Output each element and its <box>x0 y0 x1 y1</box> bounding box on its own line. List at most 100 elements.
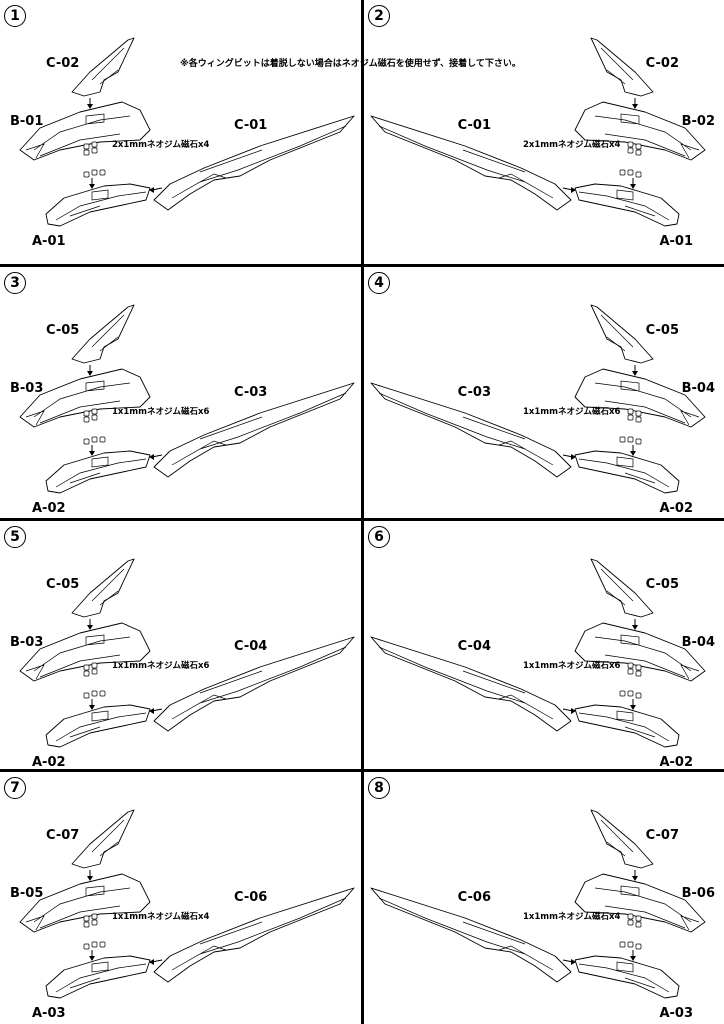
magnet <box>619 169 626 176</box>
part-c-big-detail <box>171 392 347 466</box>
part-c-top-shape <box>590 304 654 364</box>
arrow-head <box>630 956 636 961</box>
part-c-top-shape <box>590 37 654 97</box>
arrow-head <box>571 454 576 460</box>
magnet <box>83 692 90 699</box>
arrow-head <box>89 705 95 710</box>
part-b-shape <box>19 368 151 428</box>
part-a-shape <box>574 955 680 999</box>
magnet <box>627 913 634 920</box>
step-number: 2 <box>368 5 390 27</box>
part-b-shape <box>19 622 151 682</box>
parts-group <box>370 558 706 748</box>
parts-drawing <box>19 558 355 748</box>
step-number: 7 <box>4 777 26 799</box>
part-c-top-detail <box>600 47 634 85</box>
part-c-big-detail <box>171 125 347 199</box>
magnet <box>83 943 90 950</box>
label-c-top: C-05 <box>46 323 80 338</box>
magnet <box>635 149 642 156</box>
label-b: B-03 <box>10 381 44 396</box>
arrow-head <box>149 708 154 714</box>
magnet <box>91 169 98 176</box>
magnet <box>91 408 98 415</box>
label-c-top: C-07 <box>46 828 80 843</box>
arrow-head <box>571 959 576 965</box>
magnet <box>635 921 642 928</box>
part-c-top-detail <box>600 819 634 857</box>
part-c-top-shape <box>71 304 135 364</box>
magnet <box>627 408 634 415</box>
part-a-shape <box>45 704 151 748</box>
magnet <box>99 941 106 948</box>
part-c-big-detail <box>378 392 554 466</box>
magnet-label: 1x1mmネオジム磁石x4 <box>112 912 210 922</box>
part-c-top-shape <box>590 558 654 618</box>
magnet <box>635 143 642 150</box>
magnet-label: 1x1mmネオジム磁石x6 <box>523 407 621 417</box>
magnet <box>91 662 98 669</box>
part-c-big-shape <box>370 115 572 211</box>
magnet <box>83 670 90 677</box>
arrow-head <box>630 705 636 710</box>
part-b-shape <box>19 101 151 161</box>
magnet <box>91 668 98 675</box>
magnet <box>83 416 90 423</box>
part-b-detail <box>594 113 700 159</box>
arrow-head <box>632 371 638 376</box>
parts-group <box>19 558 355 748</box>
magnet <box>83 915 90 922</box>
magnet <box>635 670 642 677</box>
part-c-big-detail <box>378 897 554 971</box>
step-number: 8 <box>368 777 390 799</box>
magnet <box>627 690 634 697</box>
label-c-big: C-01 <box>234 118 268 133</box>
part-c-big-shape <box>153 382 355 478</box>
arrow-head <box>630 184 636 189</box>
magnet <box>91 919 98 926</box>
arrow-head <box>571 187 576 193</box>
magnet <box>627 147 634 154</box>
parts-group <box>370 304 706 494</box>
parts-drawing <box>370 37 706 227</box>
label-c-big: C-04 <box>234 639 268 654</box>
parts-drawing <box>370 809 706 999</box>
magnet <box>83 664 90 671</box>
magnet <box>83 149 90 156</box>
label-a: A-03 <box>32 1006 66 1021</box>
parts-drawing <box>19 809 355 999</box>
magnet-label: 1x1mmネオジム磁石x6 <box>112 661 210 671</box>
magnet <box>635 410 642 417</box>
part-c-top-detail <box>91 819 125 857</box>
arrow-head <box>87 625 93 630</box>
label-b: B-06 <box>681 886 715 901</box>
magnet <box>635 943 642 950</box>
arrow-head <box>149 454 154 460</box>
parts-drawing <box>370 304 706 494</box>
part-c-big-detail <box>378 646 554 720</box>
part-a-detail <box>578 961 670 993</box>
parts-drawing <box>19 37 355 227</box>
magnet <box>635 915 642 922</box>
magnet <box>627 141 634 148</box>
magnet <box>627 169 634 176</box>
magnet <box>83 143 90 150</box>
magnet <box>83 438 90 445</box>
magnet <box>627 414 634 421</box>
arrow-head <box>632 104 638 109</box>
part-c-big-shape <box>370 636 572 732</box>
label-a: A-01 <box>32 234 66 249</box>
arrow-head <box>632 625 638 630</box>
part-c-top-detail <box>91 314 125 352</box>
magnet <box>91 141 98 148</box>
step-number: 5 <box>4 526 26 548</box>
label-c-big: C-03 <box>234 385 268 400</box>
part-a-detail <box>578 189 670 221</box>
label-c-big: C-06 <box>457 890 491 905</box>
